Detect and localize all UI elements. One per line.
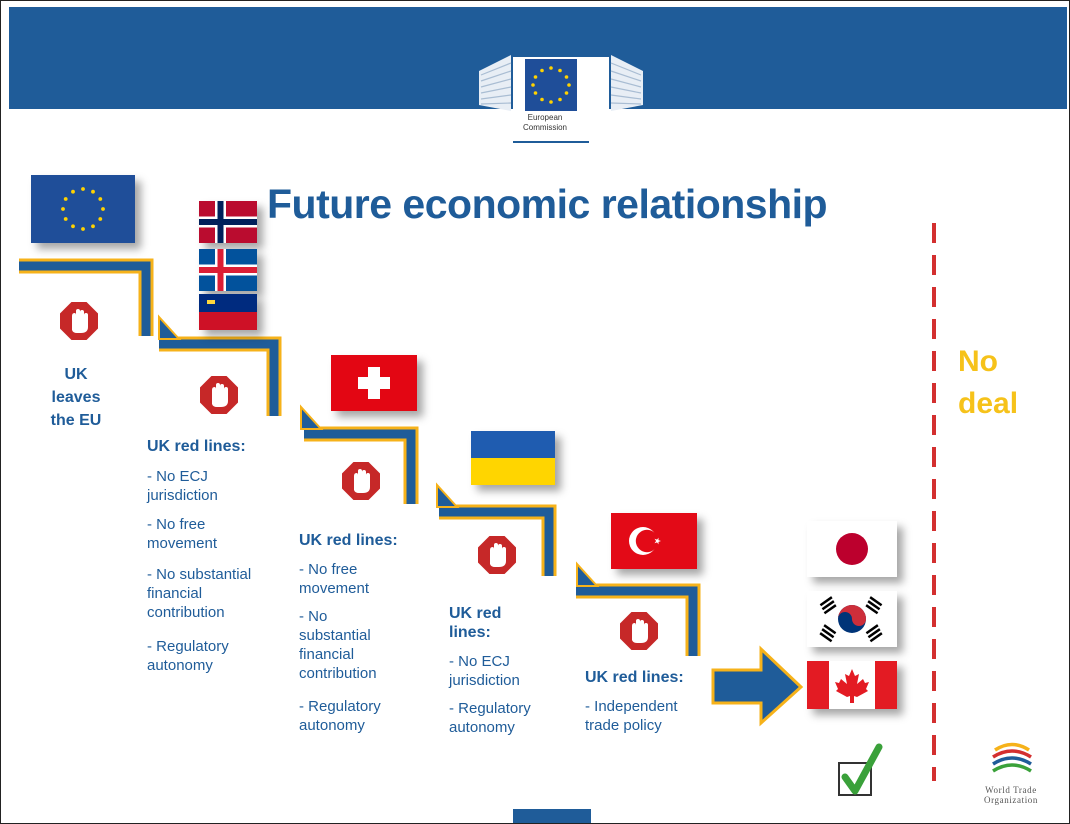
turkey-flag-icon bbox=[611, 513, 697, 569]
iceland-flag-icon bbox=[199, 249, 257, 291]
eu-flag-icon bbox=[31, 175, 135, 243]
stop-hand-icon bbox=[615, 607, 663, 660]
red-line-item: - Independent trade policy bbox=[585, 698, 678, 734]
checkmark-icon bbox=[835, 741, 885, 806]
red-lines-heading: UK red lines: bbox=[449, 605, 502, 641]
uk-leaves-line: the EU bbox=[50, 412, 102, 429]
no-deal-label: No deal bbox=[958, 341, 1018, 425]
red-lines-heading: UK red lines: bbox=[147, 438, 246, 455]
south-korea-flag-icon bbox=[807, 591, 897, 647]
red-line-item: - No free movement bbox=[147, 516, 218, 552]
wto-caption: World Trade Organization bbox=[959, 785, 1063, 805]
eu-commission-logo-icon bbox=[471, 41, 651, 153]
red-line-item: - Regulatory autonomy bbox=[299, 698, 381, 734]
liechtenstein-flag-icon bbox=[199, 294, 257, 330]
red-line-item: - No free movement bbox=[299, 561, 370, 597]
logo-caption-line1: European bbox=[527, 113, 563, 122]
uk-leaves-line: leaves bbox=[51, 389, 101, 406]
red-lines-heading: UK red lines: bbox=[299, 532, 398, 549]
stop-hand-icon bbox=[473, 531, 521, 584]
logo-underline bbox=[513, 141, 589, 143]
uk-leaves-line: UK bbox=[64, 366, 88, 383]
logo-caption: European Commission bbox=[505, 113, 585, 133]
stop-hand-icon bbox=[337, 457, 385, 510]
red-line-item: - Regulatory autonomy bbox=[449, 700, 531, 736]
wto-logo-icon bbox=[987, 735, 1037, 788]
logo-caption-line2: Commission bbox=[522, 123, 567, 132]
red-line-item: - No substantial financial contribution bbox=[147, 566, 252, 621]
red-line-item: - No substantial financial contribution bbox=[299, 608, 377, 682]
canada-flag-icon bbox=[807, 661, 897, 709]
stop-hand-icon bbox=[195, 371, 243, 424]
ukraine-flag-icon bbox=[471, 431, 555, 485]
norway-flag-icon bbox=[199, 201, 257, 243]
japan-flag-icon bbox=[807, 521, 897, 577]
uk-leaves-label: UK leaves the EU bbox=[41, 363, 111, 432]
wto-caption-line2: Organization bbox=[983, 795, 1039, 805]
no-deal-line: No bbox=[958, 345, 998, 378]
no-deal-line: deal bbox=[958, 387, 1019, 420]
slide-title: Future economic relationship bbox=[267, 181, 828, 227]
arrow-to-fta bbox=[711, 645, 804, 727]
stop-hand-icon bbox=[55, 297, 103, 350]
red-line-item: - No ECJ jurisdiction bbox=[449, 653, 520, 689]
wto-caption-line1: World Trade bbox=[985, 785, 1037, 795]
red-line-item: - Regulatory autonomy bbox=[147, 638, 229, 674]
bottom-tab bbox=[513, 809, 591, 823]
switzerland-flag-icon bbox=[331, 355, 417, 411]
red-lines-heading: UK red lines: bbox=[585, 669, 684, 686]
red-line-item: - No ECJ jurisdiction bbox=[147, 468, 218, 504]
